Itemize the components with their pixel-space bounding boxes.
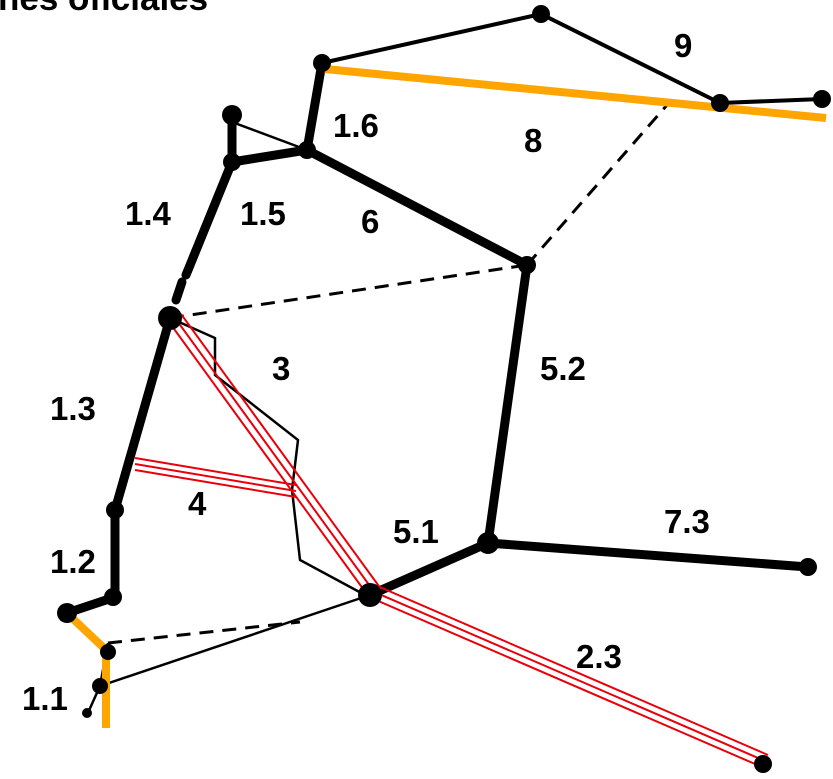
orange-segments — [67, 65, 827, 728]
node — [298, 141, 316, 159]
node — [92, 678, 108, 694]
thin-road-1-5 — [231, 120, 308, 152]
label-7-3: 7.3 — [664, 503, 710, 540]
node — [477, 532, 499, 554]
red-triple-roads — [134, 313, 769, 768]
node — [100, 644, 116, 660]
label-5-1: 5.1 — [393, 513, 439, 550]
node — [82, 708, 92, 718]
road-6 — [302, 145, 532, 270]
dashed-line-3-6 — [169, 263, 528, 320]
label-5-2: 5.2 — [540, 350, 586, 387]
label-9: 9 — [674, 27, 692, 64]
dashed-line-6-9 — [525, 104, 669, 266]
road-9-east — [719, 97, 823, 105]
label-6: 6 — [361, 203, 379, 240]
label-1-5: 1.5 — [240, 195, 286, 232]
node — [711, 94, 729, 112]
road-5-1 — [365, 538, 493, 600]
orange-road-8 — [324, 65, 827, 122]
thin-road-1-1 — [99, 593, 371, 688]
thin-road-3 — [169, 316, 366, 597]
label-3: 3 — [272, 350, 290, 387]
label-1-6: 1.6 — [333, 107, 379, 144]
label-1-2: 1.2 — [50, 543, 96, 580]
label-4: 4 — [188, 485, 207, 522]
label-2-3: 2.3 — [576, 638, 622, 675]
node — [813, 90, 831, 108]
node — [57, 603, 77, 623]
segment-labels: 9 1.6 8 1.4 1.5 6 3 5.2 1.3 4 7.3 5.1 1.… — [22, 27, 710, 717]
node — [223, 153, 241, 171]
node — [222, 105, 242, 125]
road-5-2 — [483, 260, 532, 548]
nodes — [57, 5, 831, 773]
label-1-1: 1.1 — [22, 680, 68, 717]
label-1-4: 1.4 — [125, 195, 172, 232]
red-road-4 — [134, 457, 297, 498]
label-1-3: 1.3 — [50, 390, 96, 427]
node — [158, 306, 182, 330]
road-1-3 — [62, 313, 175, 618]
red-road-2-3 — [168, 313, 769, 768]
road-1-4 — [181, 157, 237, 280]
road-7-3 — [483, 538, 813, 572]
label-8: 8 — [524, 122, 542, 159]
dashed-line-1-1 — [107, 620, 301, 645]
node — [358, 583, 382, 607]
node — [106, 501, 124, 519]
node — [799, 558, 817, 576]
dashed-connectors — [107, 104, 669, 645]
road-1-4-seg — [171, 277, 187, 305]
node — [104, 588, 122, 606]
node — [754, 755, 772, 773]
page-title: nes oficiales — [0, 0, 208, 18]
node — [518, 256, 536, 274]
node — [532, 5, 550, 23]
node — [313, 54, 331, 72]
